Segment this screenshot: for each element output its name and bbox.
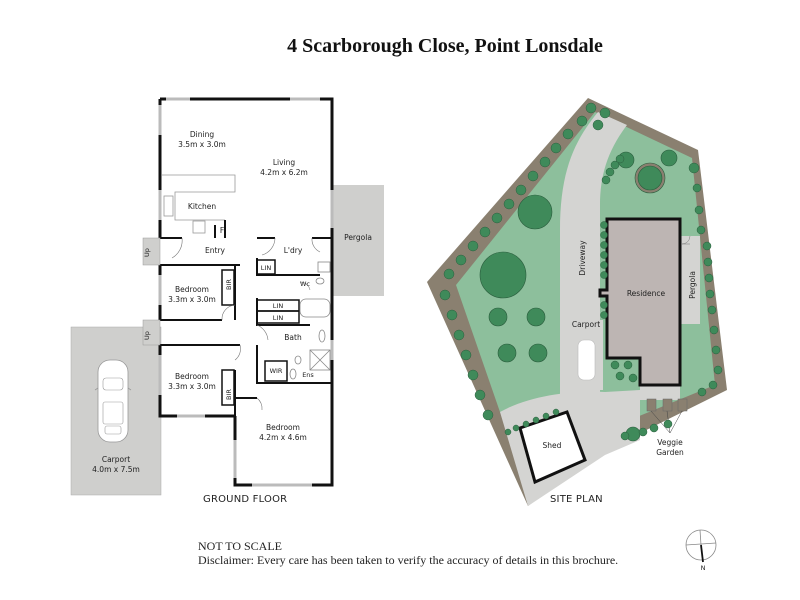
tree-icon bbox=[526, 307, 546, 327]
veggie-label-line1: Veggie bbox=[657, 438, 683, 447]
large-tree-icon bbox=[517, 194, 553, 230]
site-carport-label: Carport bbox=[572, 320, 600, 329]
disclaimer: Disclaimer: Every care has been taken to… bbox=[198, 553, 619, 567]
entry-label: Entry bbox=[205, 246, 226, 255]
door-swings bbox=[171, 237, 321, 411]
bir-walls bbox=[221, 259, 300, 406]
site-pergola-label: Pergola bbox=[688, 271, 697, 299]
kitchen-label: Kitchen bbox=[188, 202, 216, 211]
car-icon bbox=[94, 359, 132, 443]
up-label-1: Up bbox=[143, 248, 151, 257]
tree-icon bbox=[660, 149, 678, 167]
bir1-label: BIR bbox=[225, 279, 233, 290]
pergola-label: Pergola bbox=[344, 233, 372, 242]
shrubs bbox=[439, 102, 723, 441]
bath-label: Bath bbox=[284, 333, 302, 342]
carport-size: 4.0m x 7.5m bbox=[92, 465, 140, 474]
entry-steps bbox=[142, 237, 161, 346]
residence-building bbox=[598, 217, 682, 387]
residence-label: Residence bbox=[627, 289, 666, 298]
site-car-icon bbox=[577, 339, 596, 381]
north-compass-icon: N bbox=[685, 529, 717, 572]
veggie-garden-beds bbox=[646, 398, 688, 412]
windows bbox=[158, 97, 334, 487]
tree-icon bbox=[528, 343, 548, 363]
living-size: 4.2m x 6.2m bbox=[260, 168, 308, 177]
compass-north-label: N bbox=[701, 564, 706, 572]
lin-label-1: LIN bbox=[261, 264, 272, 272]
veggie-label-line2: Garden bbox=[656, 448, 684, 457]
tree-icon bbox=[488, 307, 508, 327]
dining-size: 3.5m x 3.0m bbox=[178, 140, 226, 149]
ground-floor-plan: Dining 3.5m x 3.0m Living 4.2m x 6.2m Ki… bbox=[70, 97, 384, 496]
site-door-swing bbox=[681, 235, 691, 245]
wir-label: WIR bbox=[270, 367, 283, 375]
dining-label: Dining bbox=[190, 130, 214, 139]
scale-note: NOT TO SCALE bbox=[198, 539, 283, 553]
page-title: 4 Scarborough Close, Point Lonsdale bbox=[287, 35, 603, 57]
up-label-2: Up bbox=[143, 331, 151, 340]
tree-icon bbox=[637, 165, 663, 191]
room-labels: Dining 3.5m x 3.0m Living 4.2m x 6.2m Ki… bbox=[92, 130, 372, 474]
shed-label: Shed bbox=[543, 441, 562, 450]
carport-label: Carport bbox=[102, 455, 130, 464]
lin-label-2: LIN bbox=[273, 302, 284, 310]
kitchen-counters bbox=[162, 174, 236, 234]
bedroom3-size: 4.2m x 4.6m bbox=[259, 433, 307, 442]
bathroom-fixtures bbox=[289, 261, 331, 380]
site-pergola bbox=[680, 236, 700, 324]
shed-building bbox=[518, 410, 587, 485]
tree-icon bbox=[497, 343, 517, 363]
fridge-label: F bbox=[220, 226, 224, 235]
wc-label: Wc bbox=[300, 280, 310, 288]
bir2-label: BIR bbox=[225, 389, 233, 400]
ens-label: Ens bbox=[302, 371, 314, 379]
site-plan-caption: SITE PLAN bbox=[550, 494, 603, 505]
bedroom3-label: Bedroom bbox=[266, 423, 300, 432]
large-tree-icon bbox=[479, 251, 527, 299]
driveway-label: Driveway bbox=[578, 240, 587, 276]
site-plan: Driveway Residence Pergola Carport Shed … bbox=[427, 98, 727, 506]
trees bbox=[479, 149, 678, 442]
living-label: Living bbox=[273, 158, 296, 167]
bedroom2-label: Bedroom bbox=[175, 372, 209, 381]
pergola-area bbox=[332, 185, 384, 296]
bedroom1-size: 3.3m x 3.0m bbox=[168, 295, 216, 304]
laundry-label: L'dry bbox=[284, 246, 303, 255]
bedroom2-size: 3.3m x 3.0m bbox=[168, 382, 216, 391]
bedroom1-label: Bedroom bbox=[175, 285, 209, 294]
site-labels: Driveway Residence Pergola Carport Shed … bbox=[543, 240, 697, 457]
ground-floor-caption: GROUND FLOOR bbox=[203, 494, 288, 505]
lin-label-3: LIN bbox=[273, 314, 284, 322]
